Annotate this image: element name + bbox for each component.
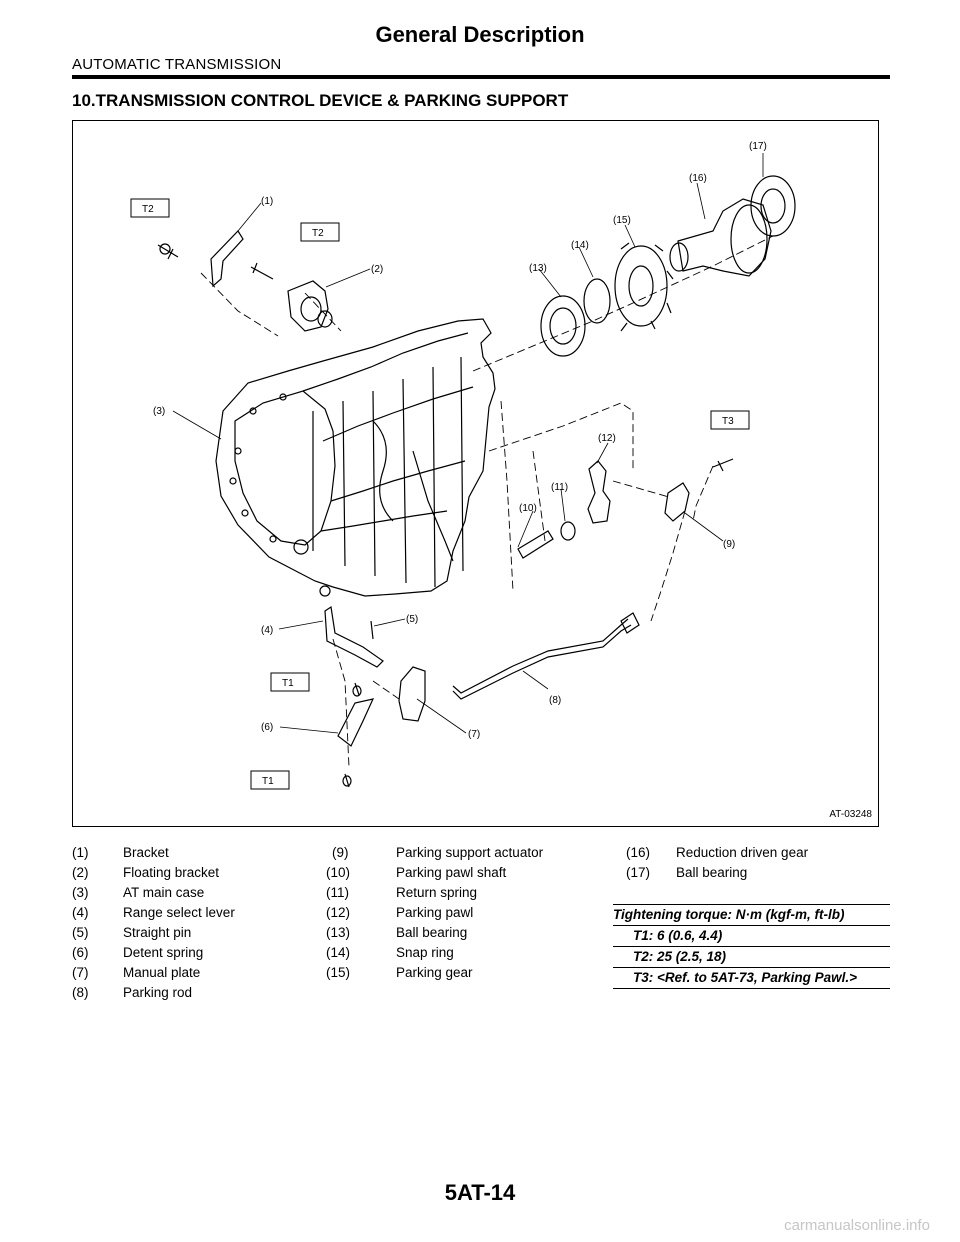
torque-rule-top bbox=[613, 904, 890, 905]
callout-7: (7) bbox=[468, 729, 480, 740]
callout-15: (15) bbox=[613, 215, 631, 226]
straight-pin bbox=[370, 620, 374, 640]
detent-spring bbox=[337, 698, 375, 747]
torque-row-t2: T2: 25 (2.5, 18) bbox=[633, 949, 727, 964]
snap-ring bbox=[583, 278, 611, 324]
torque-row-t3: T3: <Ref. to 5AT-73, Parking Pawl.> bbox=[633, 970, 858, 985]
range-select-lever bbox=[324, 605, 384, 668]
watermark: carmanualsonline.info bbox=[784, 1217, 930, 1234]
header-rule bbox=[72, 75, 890, 79]
torque-rule bbox=[613, 967, 890, 968]
parking-rod bbox=[452, 618, 629, 694]
callout-10: (10) bbox=[519, 503, 537, 514]
torque-rule bbox=[613, 946, 890, 947]
floating-bracket bbox=[287, 280, 329, 332]
figure-id: AT-03248 bbox=[829, 809, 872, 820]
torque-tag-t2-floating: T2 bbox=[312, 228, 324, 239]
callout-3: (3) bbox=[153, 406, 165, 417]
diagram-drawing: (1) (2) (3) (4) (5) (6) (7) (8) (9) (10)… bbox=[130, 141, 796, 790]
parking-support-actuator bbox=[664, 482, 690, 522]
torque-heading: Tightening torque: N·m (kgf-m, ft-lb) bbox=[613, 907, 845, 922]
torque-rule-bottom bbox=[613, 988, 890, 989]
torque-tag-t3: T3 bbox=[722, 416, 734, 427]
callout-1: (1) bbox=[261, 196, 273, 207]
bracket bbox=[210, 230, 244, 288]
parking-gear bbox=[614, 245, 668, 327]
callout-2: (2) bbox=[371, 264, 383, 275]
page-title: General Description bbox=[375, 22, 585, 47]
callout-9: (9) bbox=[723, 539, 735, 550]
parking-pawl-shaft bbox=[517, 530, 554, 559]
callout-6: (6) bbox=[261, 722, 273, 733]
callout-5: (5) bbox=[406, 614, 418, 625]
case-flange bbox=[234, 390, 336, 546]
ball-bearing-13 bbox=[540, 295, 586, 357]
callout-14: (14) bbox=[571, 240, 589, 251]
callout-4: (4) bbox=[261, 625, 273, 636]
case-outline bbox=[215, 318, 496, 597]
torque-tag-t2-bracket: T2 bbox=[142, 204, 154, 215]
callout-12: (12) bbox=[598, 433, 616, 444]
torque-rule bbox=[613, 925, 890, 926]
section-heading: 10.TRANSMISSION CONTROL DEVICE & PARKING… bbox=[72, 91, 569, 110]
torque-spec-block: Tightening torque: N·m (kgf-m, ft-lb) T1… bbox=[613, 904, 890, 989]
manual-plate bbox=[398, 666, 426, 722]
section-name: AUTOMATIC TRANSMISSION bbox=[72, 56, 282, 73]
page-number: 5AT-14 bbox=[444, 1180, 516, 1205]
callout-8: (8) bbox=[549, 695, 561, 706]
torque-tag-t1-upper: T1 bbox=[282, 678, 294, 689]
callout-16: (16) bbox=[689, 173, 707, 184]
ball-bearing-17 bbox=[750, 175, 796, 237]
exploded-diagram: (1) (2) (3) (4) (5) (6) (7) (8) (9) (10)… bbox=[72, 120, 879, 827]
callout-17: (17) bbox=[749, 141, 767, 152]
callout-13: (13) bbox=[529, 263, 547, 274]
torque-row-t1: T1: 6 (0.6, 4.4) bbox=[633, 928, 723, 943]
reduction-driven-gear bbox=[677, 198, 772, 277]
return-spring bbox=[560, 521, 576, 541]
parking-pawl bbox=[587, 460, 611, 524]
callout-11: (11) bbox=[551, 482, 568, 493]
torque-tag-t1-lower: T1 bbox=[262, 776, 274, 787]
